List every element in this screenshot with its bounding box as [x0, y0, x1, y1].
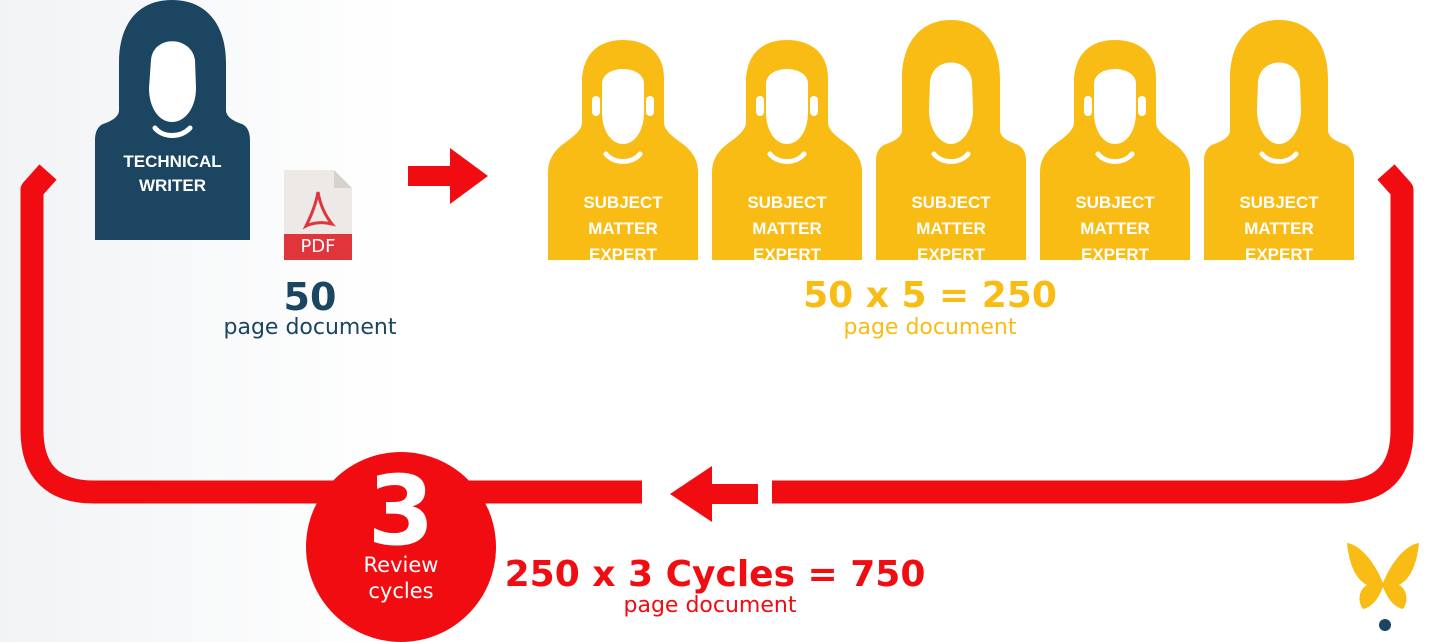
role-line: EXPERT: [916, 245, 986, 264]
role-line: SUBJECT: [911, 193, 991, 212]
role-line: EXPERT: [1244, 245, 1314, 264]
subject-matter-expert-label: SUBJECT MATTER EXPERT: [1040, 190, 1190, 268]
role-line: TECHNICAL: [123, 152, 222, 171]
role-line: SUBJECT: [583, 193, 663, 212]
role-line: MATTER: [1244, 219, 1314, 238]
pdf-document: PDF: [282, 170, 354, 262]
butterfly-logo-icon: [1347, 543, 1419, 631]
female-person-icon: [95, 0, 250, 240]
subject-matter-expert-label: SUBJECT MATTER EXPERT: [712, 190, 862, 268]
role-line: EXPERT: [752, 245, 822, 264]
document-pages-caption: page document: [223, 315, 397, 340]
role-line: EXPERT: [1080, 245, 1150, 264]
subject-matter-expert: SUBJECT MATTER EXPERT: [1040, 20, 1190, 264]
male-person-icon: [1040, 40, 1190, 260]
cycle-total-formula: 250 x 3 Cycles = 750: [504, 554, 926, 595]
male-person-icon: [712, 40, 862, 260]
female-person-icon: [876, 20, 1026, 260]
subject-matter-expert-label: SUBJECT MATTER EXPERT: [548, 190, 698, 268]
role-line: SUBJECT: [1075, 193, 1155, 212]
cycle-total-caption: page document: [623, 593, 797, 618]
review-total-caption: page document: [843, 315, 1017, 340]
review-cycles-text: Review cycles: [306, 552, 496, 604]
technical-writer: TECHNICAL WRITER: [95, 0, 250, 240]
role-line: EXPERT: [588, 245, 658, 264]
subject-matter-expert: SUBJECT MATTER EXPERT: [1204, 20, 1354, 264]
review-cycles-line: cycles: [368, 579, 434, 603]
role-line: MATTER: [588, 219, 658, 238]
role-line: MATTER: [916, 219, 986, 238]
female-person-icon: [1204, 20, 1354, 260]
subject-matter-expert-label: SUBJECT MATTER EXPERT: [876, 190, 1026, 268]
review-cycles-number: 3: [367, 455, 435, 567]
subject-matter-expert: SUBJECT MATTER EXPERT: [548, 20, 698, 264]
subject-matter-expert: SUBJECT MATTER EXPERT: [876, 20, 1026, 264]
arrow-right-icon: [408, 148, 488, 204]
review-cycles-badge: 3 Review cycles: [306, 452, 496, 642]
role-line: SUBJECT: [1239, 193, 1319, 212]
subject-matter-expert-label: SUBJECT MATTER EXPERT: [1204, 190, 1354, 268]
document-pages-value: 50: [283, 275, 337, 319]
role-line: WRITER: [138, 176, 207, 195]
pdf-document-icon: [284, 170, 352, 260]
arrow-left-icon: [670, 466, 758, 522]
pdf-label: PDF: [300, 236, 336, 257]
role-line: MATTER: [1080, 219, 1150, 238]
role-line: SUBJECT: [747, 193, 827, 212]
subject-matter-expert: SUBJECT MATTER EXPERT: [712, 20, 862, 264]
technical-writer-label: TECHNICAL WRITER: [95, 150, 250, 198]
male-person-icon: [548, 40, 698, 260]
review-cycles-line: Review: [363, 553, 439, 577]
review-total-formula: 50 x 5 = 250: [803, 275, 1057, 316]
role-line: MATTER: [752, 219, 822, 238]
